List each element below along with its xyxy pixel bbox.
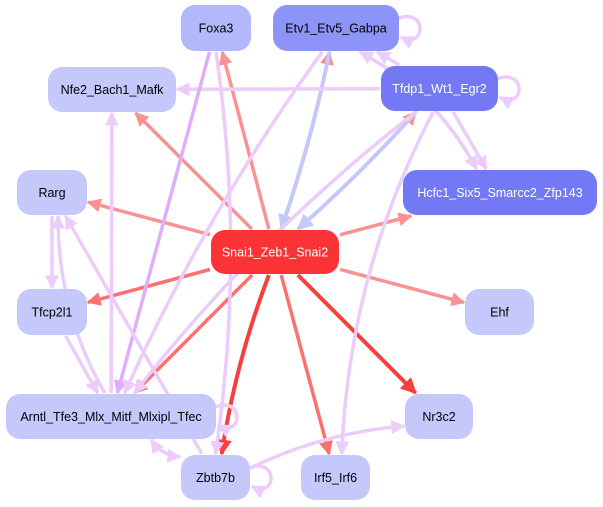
node-label: Tfdp1_Wt1_Egr2	[392, 82, 487, 96]
node-etv1[interactable]: Etv1_Etv5_Gabpa	[273, 5, 399, 51]
edge-tfdp1-to-tfdp1	[495, 75, 521, 110]
node-arntl[interactable]: Arntl_Tfe3_Mlx_Mitf_Mlxipl_Tfec	[6, 394, 216, 439]
node-label: Arntl_Tfe3_Mlx_Mitf_Mlxipl_Tfec	[20, 410, 201, 424]
edge-etv1-to-etv1	[396, 15, 422, 49]
node-label: Irf5_Irf6	[314, 471, 357, 485]
node-hcfc1[interactable]: Hcfc1_Six5_Smarcc2_Zfp143	[403, 170, 597, 215]
node-tfcp2l1[interactable]: Tfcp2l1	[17, 289, 87, 335]
node-box[interactable]	[405, 394, 473, 439]
node-box[interactable]	[17, 170, 87, 215]
node-label: Etv1_Etv5_Gabpa	[285, 22, 387, 36]
node-box[interactable]	[181, 5, 251, 51]
node-nr3c2[interactable]: Nr3c2	[405, 394, 473, 439]
edge-snai1-to-ehf	[339, 267, 466, 307]
edge-snai1-to-irf5	[279, 274, 333, 456]
node-tfdp1[interactable]: Tfdp1_Wt1_Egr2	[381, 66, 498, 111]
edge-etv1-to-snai1	[278, 51, 332, 231]
node-snai1[interactable]: Snai1_Zeb1_Snai2	[211, 230, 339, 274]
node-box[interactable]	[17, 289, 87, 335]
edge-zbtb7b-to-arntl	[149, 438, 181, 459]
node-box[interactable]	[465, 289, 534, 335]
edge-tfcp2l1-to-arntl	[64, 335, 100, 395]
edge-zbtb7b-to-zbtb7b	[247, 464, 273, 499]
edge-tfdp1-to-snai1	[296, 110, 418, 231]
edge-tfdp1-to-nfe2	[175, 82, 381, 97]
edge-tfdp1-to-hcfc1	[451, 111, 488, 171]
edge-foxa3-to-arntl	[113, 51, 212, 395]
node-label: Nfe2_Bach1_Mafk	[61, 83, 165, 97]
node-label: Ehf	[490, 306, 509, 320]
node-box[interactable]	[381, 66, 498, 111]
edge-zbtb7b-to-nr3c2	[250, 420, 406, 470]
edge-snai1-to-hcfc1	[339, 212, 413, 237]
edge-snai1-to-rarg	[86, 198, 211, 237]
edge-tfdp1-to-irf5	[335, 111, 435, 456]
edge-snai1-to-nfe2	[134, 111, 254, 231]
node-label: Nr3c2	[422, 410, 455, 424]
node-box[interactable]	[48, 67, 176, 112]
node-box[interactable]	[301, 455, 370, 500]
node-box[interactable]	[211, 230, 339, 274]
edge-snai1-to-foxa3	[218, 50, 271, 230]
node-nfe2[interactable]: Nfe2_Bach1_Mafk	[48, 67, 176, 112]
node-zbtb7b[interactable]: Zbtb7b	[181, 455, 250, 500]
edge-snai1-to-arntl	[133, 273, 254, 395]
node-label: Hcfc1_Six5_Smarcc2_Zfp143	[417, 186, 582, 200]
node-label: Tfcp2l1	[32, 306, 73, 320]
node-ehf[interactable]: Ehf	[465, 289, 534, 335]
edge-arntl-to-nfe2	[104, 111, 119, 394]
node-box[interactable]	[6, 394, 216, 439]
node-foxa3[interactable]: Foxa3	[181, 5, 251, 51]
node-label: Snai1_Zeb1_Snai2	[222, 246, 328, 260]
node-irf5[interactable]: Irf5_Irf6	[301, 455, 370, 500]
edge-snai1-to-tfcp2l1	[86, 267, 211, 306]
node-box[interactable]	[273, 5, 399, 51]
node-label: Rarg	[38, 186, 65, 200]
node-box[interactable]	[181, 455, 250, 500]
node-rarg[interactable]: Rarg	[17, 170, 87, 215]
edge-tfdp1-to-etv1	[375, 50, 401, 67]
node-box[interactable]	[403, 170, 597, 215]
node-label: Foxa3	[199, 22, 234, 36]
node-label: Zbtb7b	[196, 471, 235, 485]
edge-etv1-to-arntl	[123, 50, 324, 395]
